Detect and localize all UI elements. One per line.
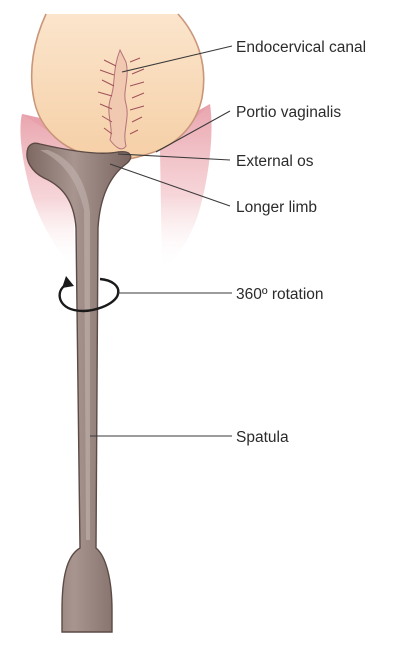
label-spatula: Spatula: [236, 429, 289, 446]
label-longer-limb: Longer limb: [236, 199, 317, 216]
label-endocervical-canal: Endocervical canal: [236, 39, 366, 56]
label-external-os: External os: [236, 153, 314, 170]
label-portio-vaginalis: Portio vaginalis: [236, 104, 341, 121]
label-rotation: 360º rotation: [236, 286, 324, 303]
